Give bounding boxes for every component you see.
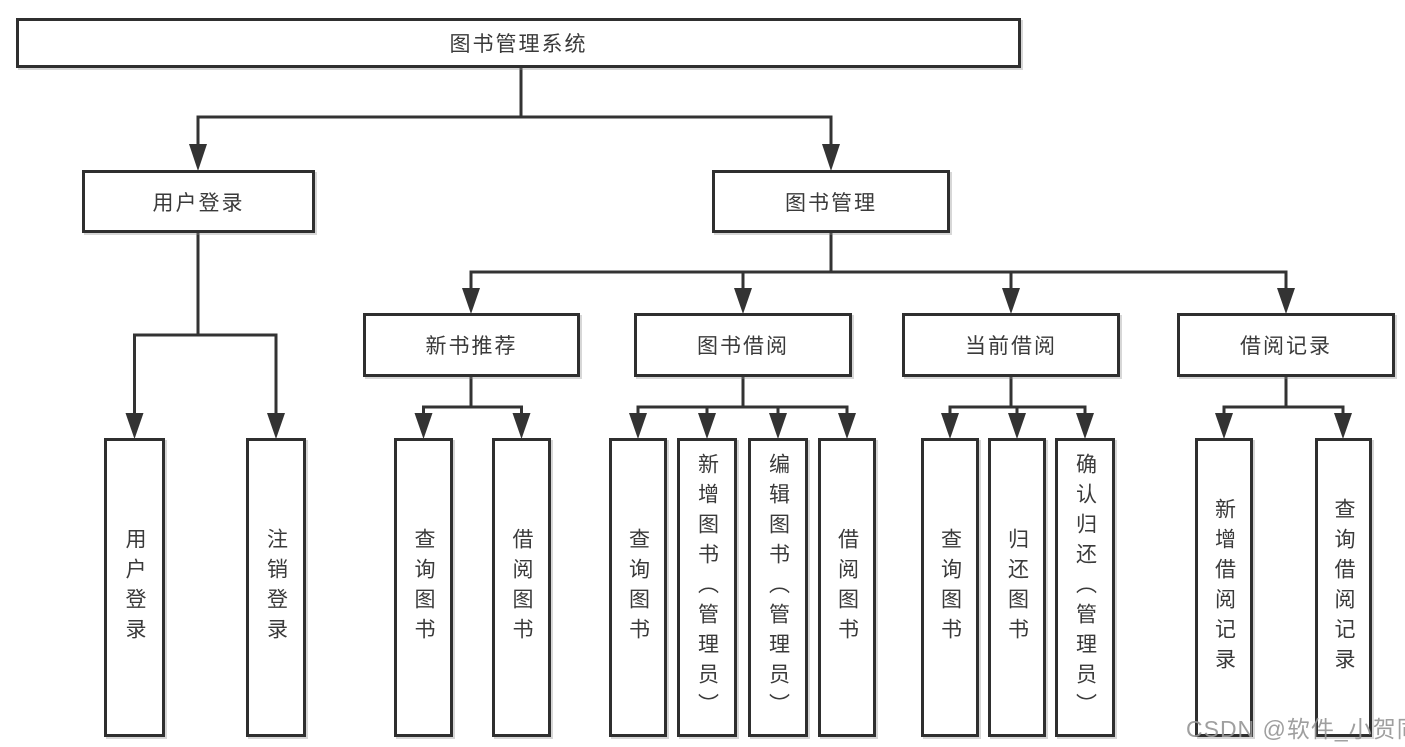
leaf-add-borrow-record: 新增借阅记录	[1195, 438, 1253, 737]
node-root: 图书管理系统	[16, 18, 1021, 68]
edge-book-borrow-to-leaves	[636, 376, 849, 418]
node-book-borrow: 图书借阅	[634, 313, 852, 377]
arrow-down-icon	[189, 144, 207, 171]
arrow-down-icon	[769, 413, 787, 439]
csdn-watermark: CSDN @软件_小贺同学	[1186, 716, 1405, 742]
edge-new-book-to-leaves	[422, 376, 523, 418]
node-book-management: 图书管理	[712, 170, 950, 233]
arrow-down-icon	[698, 413, 716, 439]
leaf-user-login: 用户登录	[104, 438, 165, 737]
arrow-down-icon	[838, 413, 856, 439]
leaf-confirm-return-admin: 确认归还（管理员）	[1055, 438, 1115, 737]
arrow-down-icon	[1215, 413, 1233, 439]
arrow-down-icon	[941, 413, 959, 439]
leaf-borrow-book-newbook: 借阅图书	[492, 438, 551, 737]
edge-book-management-to-level3	[469, 232, 1288, 293]
arrow-down-icon	[267, 413, 285, 439]
node-current-borrow: 当前借阅	[902, 313, 1120, 377]
arrow-down-icon	[822, 144, 840, 171]
arrow-down-icon	[512, 413, 531, 439]
edges	[133, 67, 1345, 418]
arrow-down-icon	[1008, 413, 1026, 439]
leaf-logout-login: 注销登录	[246, 438, 306, 737]
leaf-add-book-admin: 新增图书（管理员）	[677, 438, 737, 737]
leaf-edit-book-admin: 编辑图书（管理员）	[748, 438, 808, 737]
arrow-down-icon	[734, 288, 752, 314]
leaf-query-book-newbook: 查询图书	[394, 438, 453, 737]
leaf-borrow-book: 借阅图书	[818, 438, 876, 737]
arrow-down-icon	[462, 288, 480, 314]
arrow-down-icon	[1277, 288, 1295, 314]
arrow-down-icon	[1334, 413, 1352, 439]
edge-user-login-to-leaves	[133, 232, 278, 418]
arrow-down-icon	[414, 413, 433, 439]
leaf-query-book-borrow: 查询图书	[609, 438, 667, 737]
edge-root-to-level2	[196, 67, 833, 148]
arrowhead-icons	[125, 144, 1352, 439]
arrow-down-icon	[1076, 413, 1094, 439]
node-borrow-records: 借阅记录	[1177, 313, 1395, 377]
arrow-down-icon	[629, 413, 647, 439]
leaf-return-book: 归还图书	[988, 438, 1046, 737]
node-user-login: 用户登录	[82, 170, 315, 233]
edge-current-borrow-to-leaves	[948, 376, 1087, 418]
node-new-book-recommend: 新书推荐	[363, 313, 580, 377]
edge-borrow-records-to-leaves	[1222, 376, 1345, 418]
arrow-down-icon	[125, 413, 144, 439]
leaf-query-borrow-record: 查询借阅记录	[1315, 438, 1372, 737]
arrow-down-icon	[1002, 288, 1020, 314]
leaf-query-book-current: 查询图书	[921, 438, 979, 737]
